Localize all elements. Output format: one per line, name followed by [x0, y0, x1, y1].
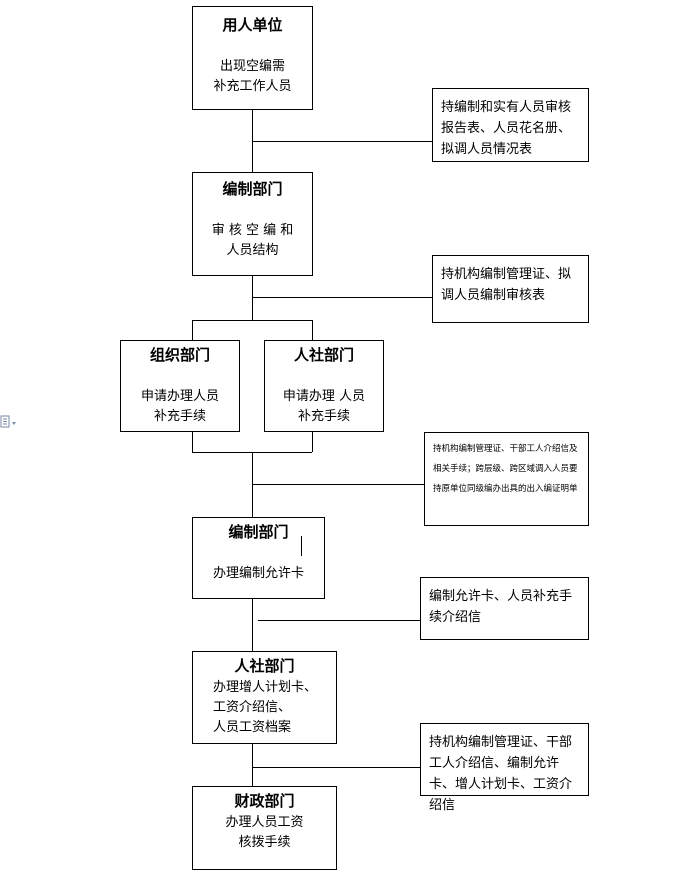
note-full-documents: 持机构编制管理证、干部工人介绍信、编制允许卡、增人计划卡、工资介绍信: [420, 723, 589, 813]
connector-b5-b6: [252, 599, 253, 651]
document-icon: [0, 415, 16, 428]
box-hr-dept-1: 人社部门 申请办理 人员 补充手续: [264, 340, 384, 432]
box-staffing-dept-2: 编制部门 办理编制允许卡: [192, 517, 325, 599]
box-organization-dept-title: 组织部门: [149, 346, 210, 364]
connector-note1: [252, 141, 432, 142]
box-staffing-dept-2-title: 编制部门: [228, 523, 289, 541]
box-staffing-dept-1: 编制部门 审 核 空 编 和 人员结构: [192, 172, 313, 276]
text-cursor: [301, 536, 302, 556]
box-employer-title: 用人单位: [222, 16, 283, 34]
box-hr-dept-1-body: 申请办理 人员 补充手续: [282, 389, 366, 424]
connector-note3: [252, 484, 424, 485]
connector-merge-right: [312, 432, 313, 452]
note-audit-report: 持编制和实有人员审核报告表、人员花名册、拟调人员情况表: [432, 88, 589, 162]
note-transfer-documents: 持机构编制管理证、干部工人介绍信及相关手续；跨层级、跨区域调入人员要持原单位同级…: [424, 432, 589, 526]
box-finance-dept-title: 财政部门: [234, 792, 295, 810]
connector-b2-split: [252, 276, 253, 320]
note-staffing-certificate: 持机构编制管理证、拟调人员编制审核表: [432, 255, 589, 323]
box-organization-dept-body: 申请办理人员 补充手续: [140, 389, 219, 424]
connector-note4: [258, 620, 420, 621]
box-finance-dept: 财政部门 办理人员工资 核拨手续: [192, 786, 337, 870]
box-hr-dept-1-title: 人社部门: [293, 346, 354, 364]
box-finance-dept-body: 办理人员工资 核拨手续: [225, 815, 304, 850]
box-staffing-dept-2-body: 办理编制允许卡: [212, 566, 304, 581]
connector-split-right: [312, 320, 313, 340]
box-hr-dept-2-body: 办理增人计划卡、 工资介绍信、 人员工资档案: [213, 680, 318, 735]
connector-note2: [252, 297, 432, 298]
box-hr-dept-2: 人社部门 办理增人计划卡、 工资介绍信、 人员工资档案: [192, 651, 337, 744]
box-hr-dept-2-title: 人社部门: [234, 657, 295, 675]
connector-split-left: [192, 320, 193, 340]
box-employer: 用人单位 出现空编需 补充工作人员: [192, 6, 313, 110]
box-organization-dept: 组织部门 申请办理人员 补充手续: [120, 340, 240, 432]
note-permit-card: 编制允许卡、人员补充手续介绍信: [420, 577, 589, 640]
connector-note5: [252, 767, 420, 768]
connector-split-bar: [192, 320, 312, 321]
box-staffing-dept-1-body: 审 核 空 编 和 人员结构: [211, 223, 294, 258]
connector-merge-left: [192, 432, 193, 452]
box-employer-body: 出现空编需 补充工作人员: [213, 59, 292, 94]
connector-b6-b7: [252, 744, 253, 786]
box-staffing-dept-1-title: 编制部门: [222, 180, 283, 198]
